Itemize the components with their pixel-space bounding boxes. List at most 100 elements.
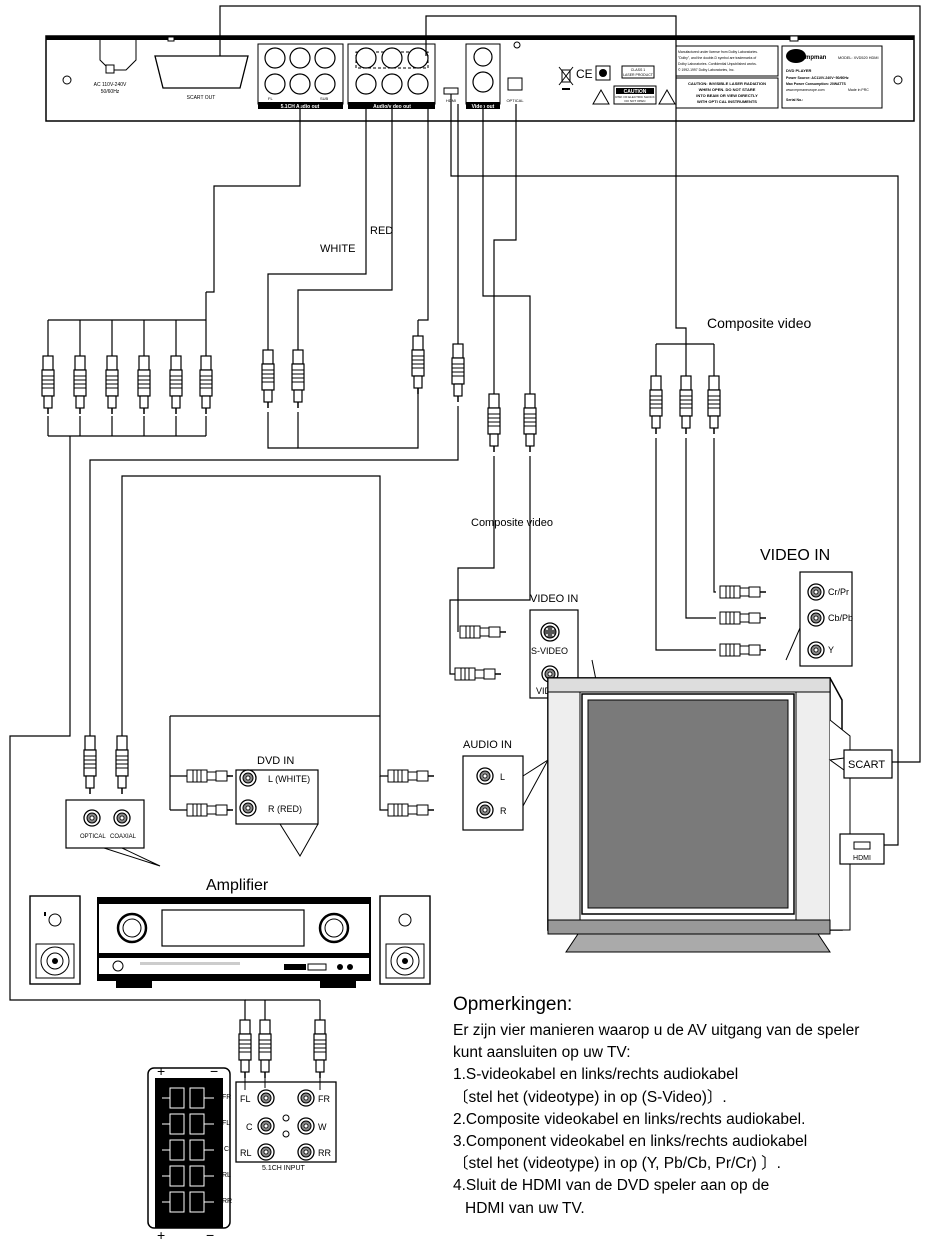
notes-heading: Opmerkingen: bbox=[453, 994, 573, 1015]
input-51-panel: FL C RL FR W RR 5.1CH INPUT bbox=[235, 1078, 337, 1172]
tv-hdmi-port[interactable]: HDMI bbox=[839, 833, 885, 865]
notes-line: kunt aansluiten op uw TV: bbox=[453, 1044, 631, 1062]
svg-text:WHEN OPEN. DO NOT STARE: WHEN OPEN. DO NOT STARE bbox=[699, 87, 756, 92]
svg-text:CAUTION: CAUTION bbox=[624, 89, 647, 95]
dvd-in-title: DVD IN bbox=[257, 755, 294, 767]
svg-text:COAXIAL: COAXIAL bbox=[110, 834, 137, 840]
amplifier: Amplifier bbox=[29, 877, 431, 988]
notes-line: 〔stel het (videotype) in op (Y, Pb/Cb, P… bbox=[453, 1155, 781, 1173]
input-w-jack[interactable] bbox=[297, 1117, 315, 1135]
svg-text:Cb/Pb: Cb/Pb bbox=[828, 613, 853, 623]
weee-bin-icon bbox=[558, 66, 574, 90]
optical-in-jack[interactable] bbox=[83, 809, 101, 827]
svg-text:+: + bbox=[157, 1227, 165, 1243]
svg-text:FL: FL bbox=[240, 1094, 251, 1104]
composite-video-label-top: Composite video bbox=[707, 315, 811, 331]
svg-text:+: + bbox=[157, 1063, 165, 1079]
svg-text:"Dolby", and the double-D symb: "Dolby", and the double-D symbol are tra… bbox=[678, 56, 756, 60]
notes-line: 3.Component videokabel en links/rechts a… bbox=[453, 1133, 808, 1151]
svg-text:RISK OF ELECTRIC SHOCK: RISK OF ELECTRIC SHOCK bbox=[615, 95, 654, 99]
svg-text:INTO BEAM OR VIEW DIRECTLY: INTO BEAM OR VIEW DIRECTLY bbox=[696, 93, 758, 98]
input-rl-jack[interactable] bbox=[257, 1143, 275, 1161]
dvd-player-rear-panel: AC 110V-240V 50/60Hz SCART OUT 5.1CH Aud… bbox=[45, 35, 915, 122]
dolby-license-box: Manufactured under license from Dolby La… bbox=[675, 45, 779, 77]
plugs-51-input bbox=[238, 1019, 327, 1079]
svg-text:RL: RL bbox=[240, 1148, 252, 1158]
warning-icon bbox=[592, 88, 610, 105]
svg-text:−: − bbox=[206, 1227, 214, 1243]
left-speaker-icon bbox=[29, 895, 81, 985]
tv-screen bbox=[587, 699, 789, 909]
svg-text:Cr/Pr: Cr/Pr bbox=[828, 587, 849, 597]
svg-text:OPTICAL: OPTICAL bbox=[80, 834, 106, 840]
brand-name: mpman bbox=[805, 55, 827, 61]
cr-pr-jack[interactable] bbox=[807, 583, 825, 601]
svideo-jack[interactable] bbox=[540, 622, 560, 642]
svg-text:FL: FL bbox=[222, 1120, 230, 1127]
svg-text:RL: RL bbox=[222, 1172, 231, 1179]
screw-icon bbox=[62, 75, 72, 85]
red-cable-label: RED bbox=[370, 225, 393, 237]
hz-label: 50/60Hz bbox=[101, 89, 120, 95]
notes-line: Er zijn vier manieren waarop u de AV uit… bbox=[453, 1022, 860, 1039]
notes-line: 4.Sluit de HDMI van de DVD speler aan op… bbox=[453, 1177, 770, 1195]
amplifier-label: Amplifier bbox=[206, 877, 269, 894]
svg-text:R (RED): R (RED) bbox=[268, 804, 302, 814]
svg-text:www.mpmaneurope.com: www.mpmaneurope.com bbox=[786, 88, 825, 92]
svg-text:Serial No.:: Serial No.: bbox=[786, 98, 803, 102]
plugs-51-group bbox=[41, 355, 213, 415]
svg-text:Dolby Laboratories. Confidenti: Dolby Laboratories. Confidential Unpubli… bbox=[678, 62, 757, 66]
svg-text:Max Power Consumption: 20WATTS: Max Power Consumption: 20WATTS bbox=[786, 82, 846, 86]
cables bbox=[9, 5, 921, 1020]
audio-51-out-ports[interactable]: 5.1CH Audio out FL SUB bbox=[257, 43, 344, 110]
svg-text:RR: RR bbox=[222, 1198, 232, 1205]
svg-text:CLASS 1: CLASS 1 bbox=[631, 68, 645, 72]
notes-line: 1.S-videokabel en links/rechts audiokabe… bbox=[453, 1066, 739, 1084]
mpman-logo-icon bbox=[786, 49, 806, 63]
svg-text:LASER PRODUCT: LASER PRODUCT bbox=[623, 73, 654, 77]
ac-label: AC 110V-240V bbox=[94, 82, 127, 88]
tv-audio-r-jack[interactable] bbox=[476, 801, 494, 819]
scart-out-label: SCART OUT bbox=[187, 95, 216, 101]
input-fl-jack[interactable] bbox=[257, 1089, 275, 1107]
amp-digital-in-panel: OPTICAL COAXIAL bbox=[65, 799, 161, 867]
notes-section: Opmerkingen: Er zijn vier manieren waaro… bbox=[453, 992, 923, 1220]
tv-scart-port[interactable]: SCART bbox=[828, 749, 893, 779]
laser-caution-box: CAUTION: INVISIBLE LASER RADIATION WHEN … bbox=[675, 77, 779, 109]
svg-text:−: − bbox=[210, 1063, 218, 1079]
input-fr-jack[interactable] bbox=[297, 1089, 315, 1107]
svg-text:© 1992-1997 Dolby Laboratories: © 1992-1997 Dolby Laboratories, Inc. bbox=[678, 68, 734, 72]
input-c-jack[interactable] bbox=[257, 1117, 275, 1135]
svg-text:S-VIDEO: S-VIDEO bbox=[531, 646, 568, 656]
y-jack[interactable] bbox=[807, 641, 825, 659]
svg-text:W: W bbox=[318, 1122, 327, 1132]
coaxial-in-jack[interactable] bbox=[113, 809, 131, 827]
scart-out-port[interactable]: SCART OUT bbox=[154, 55, 249, 101]
television: SCART HDMI bbox=[547, 677, 893, 953]
tv-audio-l-jack[interactable] bbox=[476, 767, 494, 785]
right-speaker-icon bbox=[379, 895, 431, 985]
notes-line: HDMI van uw TV. bbox=[465, 1199, 585, 1217]
plugs-amp-digital bbox=[83, 735, 129, 795]
svg-text:FL: FL bbox=[268, 96, 273, 101]
svideo-video-in-title: VIDEO IN bbox=[530, 593, 578, 605]
svg-text:WITH OPTI CAL INSTRUMENTS: WITH OPTI CAL INSTRUMENTS bbox=[697, 99, 757, 104]
plugs-component bbox=[649, 375, 721, 435]
svg-text:L (WHITE): L (WHITE) bbox=[268, 774, 310, 784]
dvd-in-r-jack[interactable] bbox=[239, 799, 257, 817]
composite-video-label-mid: Composite video bbox=[471, 517, 553, 529]
screw-icon bbox=[893, 75, 903, 85]
plugs-audio-pair bbox=[261, 335, 537, 453]
svg-text:C: C bbox=[246, 1122, 253, 1132]
svg-text:Made in PRC: Made in PRC bbox=[848, 88, 869, 92]
tv-audio-in-title: AUDIO IN bbox=[463, 739, 512, 751]
input-rr-jack[interactable] bbox=[297, 1143, 315, 1161]
dvd-in-l-jack[interactable] bbox=[239, 769, 257, 787]
av-out-ports[interactable]: Audio/video out bbox=[347, 43, 436, 110]
cb-pb-jack[interactable] bbox=[807, 609, 825, 627]
svg-text:Y: Y bbox=[828, 645, 834, 655]
svg-text:RR: RR bbox=[318, 1148, 331, 1158]
certification-marks: CE CLASS 1 LASER PRODUCT CAUTION RISK OF… bbox=[558, 65, 676, 105]
speaker-terminal-block: + − + − FR FL C RL RR bbox=[147, 1063, 232, 1243]
